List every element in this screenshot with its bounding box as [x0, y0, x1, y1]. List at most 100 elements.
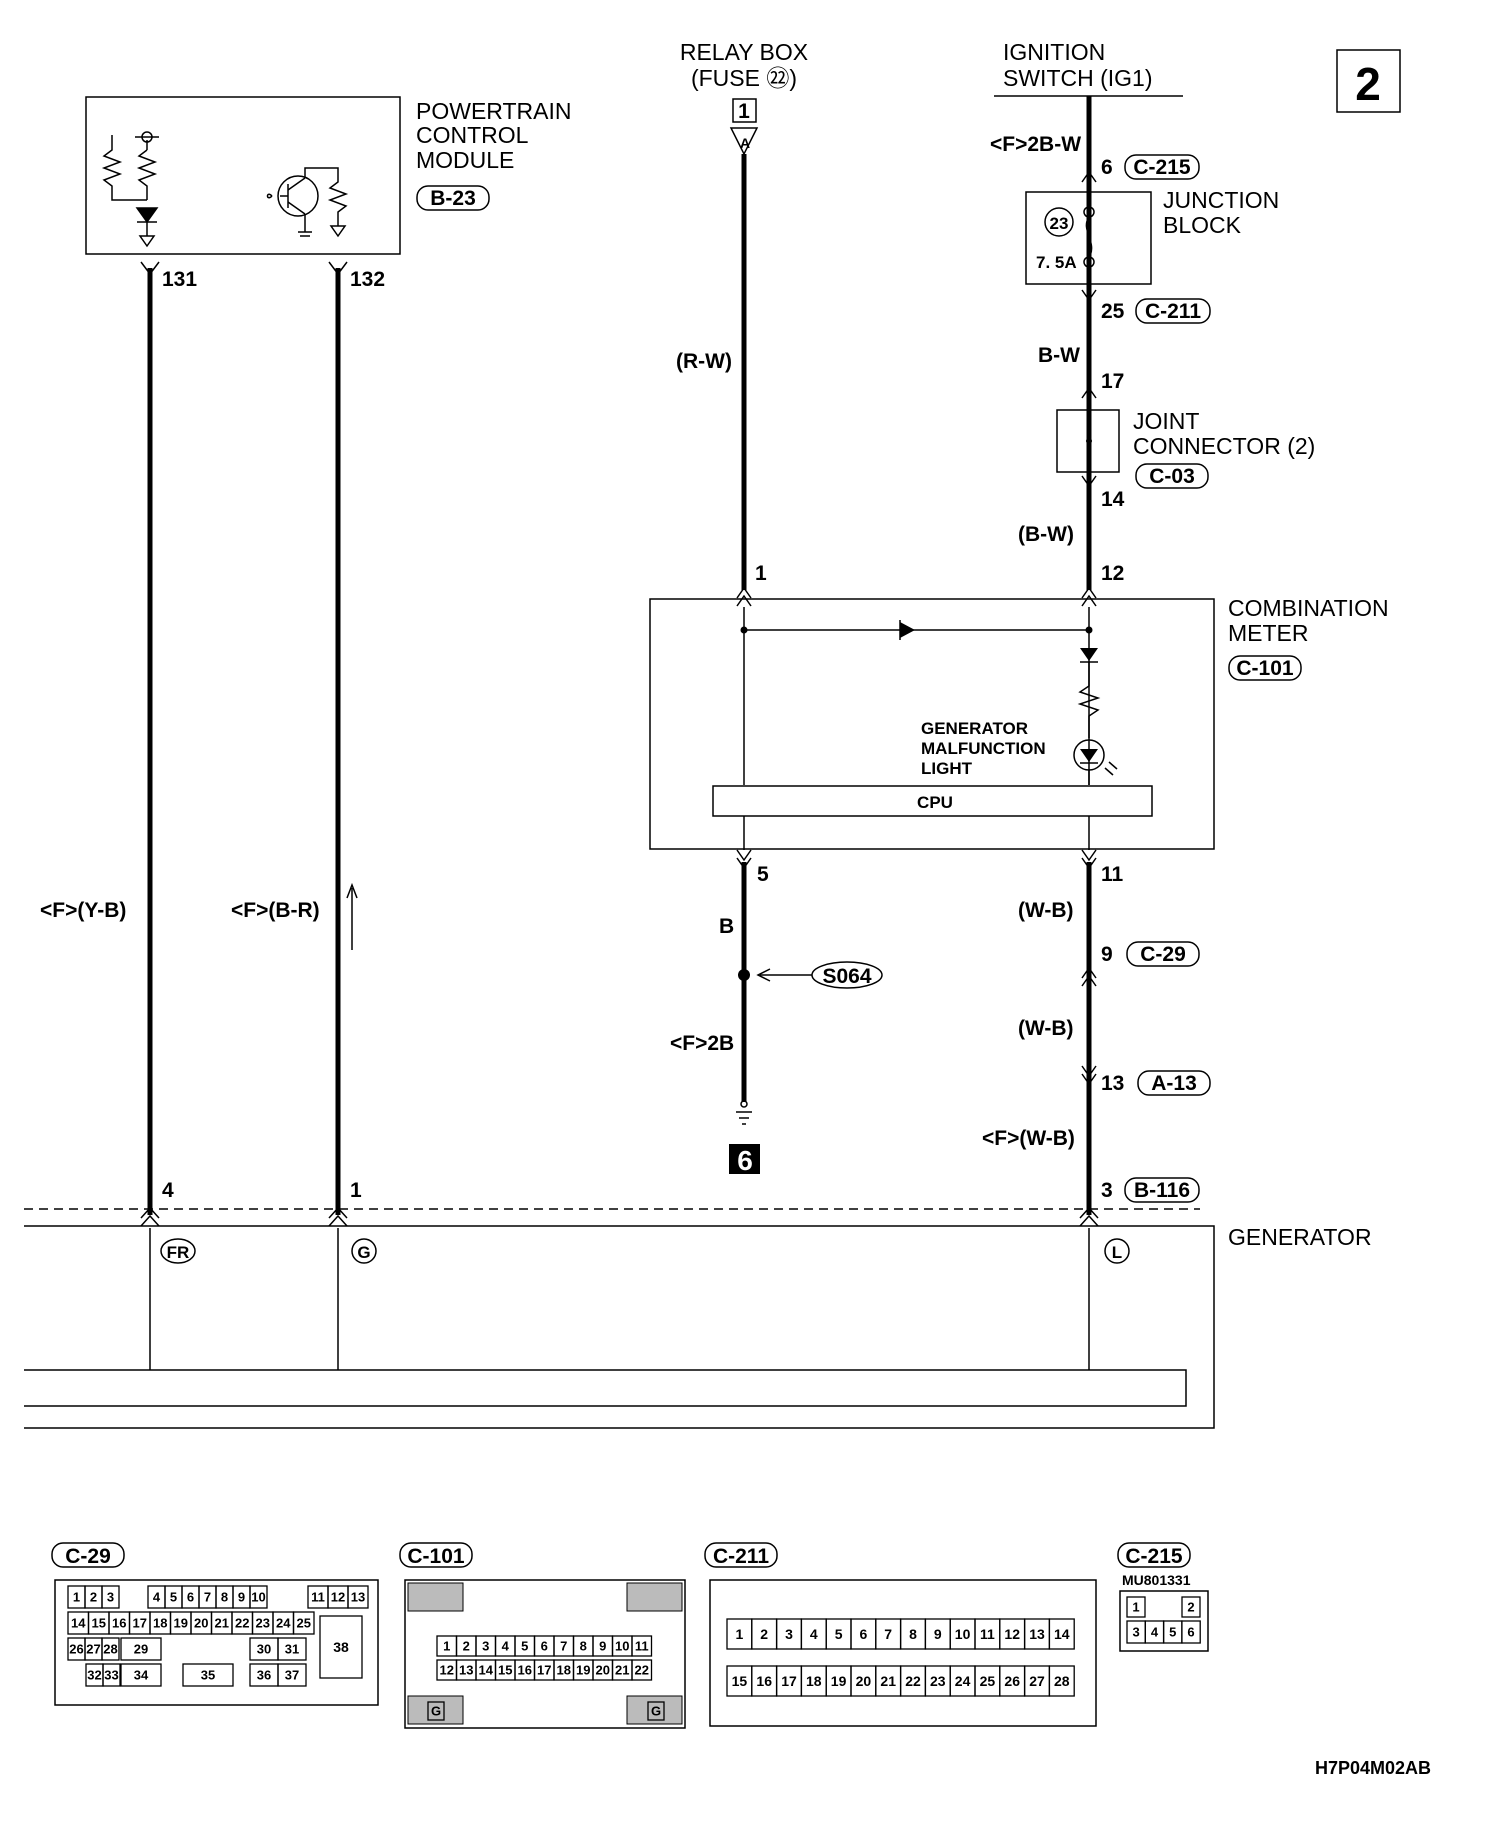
c29-pin-33: 33	[104, 1668, 118, 1683]
conn-c29: C-29	[1140, 943, 1186, 966]
pcm-connector: B-23	[430, 187, 476, 210]
c29-pin-20: 20	[194, 1616, 208, 1631]
pcm-label-3: MODULE	[416, 147, 514, 173]
c101-guide-right: G	[651, 1704, 661, 1719]
c29-pin-34-cell	[120, 1663, 162, 1687]
c101-pin-20: 20	[596, 1663, 610, 1678]
c101-pin-22: 22	[635, 1663, 649, 1678]
pin-13: 13	[1101, 1072, 1124, 1095]
c211-pin-26: 26	[1004, 1673, 1020, 1689]
gen-term-g: G	[357, 1243, 370, 1262]
fuse-number: 23	[1050, 214, 1069, 233]
light-label-1: GENERATOR	[921, 719, 1028, 738]
meter-pin-1: 1	[755, 562, 767, 585]
c29-pin-5: 5	[170, 1590, 177, 1605]
c211-pin-5: 5	[835, 1626, 843, 1642]
pcm-pin-132: 132	[350, 268, 385, 291]
ground-wire-color: B	[719, 915, 734, 938]
c29-pin-36: 36	[257, 1668, 271, 1683]
c29-pin-10-cell	[249, 1585, 268, 1609]
c215-pin-2-cell	[1181, 1596, 1201, 1618]
c101-pin-1: 1	[443, 1639, 450, 1654]
c29-pin-27: 27	[86, 1642, 100, 1657]
conn-c03: C-03	[1149, 465, 1195, 488]
c29-pin-15: 15	[92, 1616, 106, 1631]
c29-pin-35: 35	[201, 1668, 215, 1683]
fr-wire-color: <F>(Y-B)	[40, 899, 126, 922]
c211-pin-28: 28	[1054, 1673, 1070, 1689]
pin-3: 3	[1101, 1179, 1113, 1202]
c101-pin-2: 2	[463, 1639, 470, 1654]
c29-pin-26: 26	[69, 1642, 83, 1657]
relay-box-label-1: RELAY BOX	[680, 39, 808, 65]
relay-connector-triangle	[729, 127, 759, 156]
c101-pin-22-cell	[631, 1659, 653, 1681]
c101-latch	[407, 1582, 464, 1612]
c29-pin-13: 13	[351, 1590, 365, 1605]
c101-latch	[407, 1695, 464, 1725]
c29-pin-31: 31	[285, 1642, 299, 1657]
c211-pin-16: 16	[756, 1673, 772, 1689]
generator-label: GENERATOR	[1228, 1224, 1372, 1250]
gen-pin-1: 1	[350, 1179, 362, 1202]
c29-pin-11: 11	[311, 1590, 325, 1605]
fuse-rating: 7. 5A	[1036, 253, 1077, 272]
gen-term-l: L	[1112, 1243, 1122, 1262]
conn-c211: C-211	[1145, 300, 1201, 323]
c29-pin-3-cell	[101, 1585, 120, 1609]
c215-pin-2: 2	[1187, 1600, 1194, 1615]
c29-pin-19: 19	[174, 1616, 188, 1631]
wb2-wire-color: (W-B)	[1018, 1017, 1074, 1040]
c29-pin-28: 28	[103, 1642, 117, 1657]
c29-pin-29-cell	[120, 1637, 162, 1661]
meter-label-1: COMBINATION	[1228, 595, 1389, 621]
c101-pin-5: 5	[521, 1639, 528, 1654]
c29-pin-9: 9	[238, 1590, 245, 1605]
c29-pin-35-cell	[182, 1663, 234, 1687]
c101-guide-left: G	[431, 1704, 441, 1719]
c29-pin-2: 2	[90, 1590, 97, 1605]
generator-internal-bar	[24, 1369, 1187, 1407]
c211-pin-17: 17	[781, 1673, 797, 1689]
c211-pin-28-cell	[1048, 1665, 1075, 1697]
gen-term-fr: FR	[167, 1243, 190, 1262]
pcm-connector-badge	[416, 185, 490, 211]
g-wire-color: <F>(B-R)	[231, 899, 320, 922]
c211-pin-21: 21	[880, 1673, 896, 1689]
c29-pin-12: 12	[331, 1590, 345, 1605]
ign-label-1: IGNITION	[1003, 39, 1105, 65]
c29-pin-24: 24	[276, 1616, 291, 1631]
ground-symbol	[736, 1100, 752, 1125]
fuse-symbol	[1044, 206, 1095, 268]
c101-pin-11-cell	[631, 1635, 653, 1657]
c101-view-title: C-101	[407, 1545, 465, 1568]
jc-pin-17: 17	[1101, 370, 1124, 393]
jc-label-1: JOINT	[1133, 408, 1199, 434]
c211-pin-9: 9	[934, 1626, 942, 1642]
relay-wire-color: (R-W)	[676, 350, 732, 373]
c29-pin-29: 29	[134, 1642, 148, 1657]
c29-pin-23: 23	[256, 1616, 270, 1631]
pin-9: 9	[1101, 943, 1113, 966]
c211-pin-19: 19	[831, 1673, 847, 1689]
c29-pin-6: 6	[187, 1590, 194, 1605]
jb-pin-25: 25	[1101, 300, 1125, 323]
c29-pin-7: 7	[204, 1590, 211, 1605]
c101-pin-11: 11	[635, 1639, 649, 1654]
c101-pin-12: 12	[440, 1663, 454, 1678]
c211-pin-23: 23	[930, 1673, 946, 1689]
c29-pin-13-cell	[347, 1585, 369, 1609]
c211-pin-22: 22	[905, 1673, 921, 1689]
meter-internal-circuit	[740, 607, 1118, 785]
fwb-wire-color: <F>(W-B)	[982, 1127, 1075, 1150]
c29-pin-18: 18	[153, 1616, 167, 1631]
c29-pin-32: 32	[87, 1668, 101, 1683]
ign-label-2: SWITCH (IG1)	[1003, 65, 1153, 91]
light-label-2: MALFUNCTION	[921, 739, 1046, 758]
c211-pin-25: 25	[980, 1673, 996, 1689]
c211-pin-18: 18	[806, 1673, 822, 1689]
splice-point	[738, 969, 750, 981]
